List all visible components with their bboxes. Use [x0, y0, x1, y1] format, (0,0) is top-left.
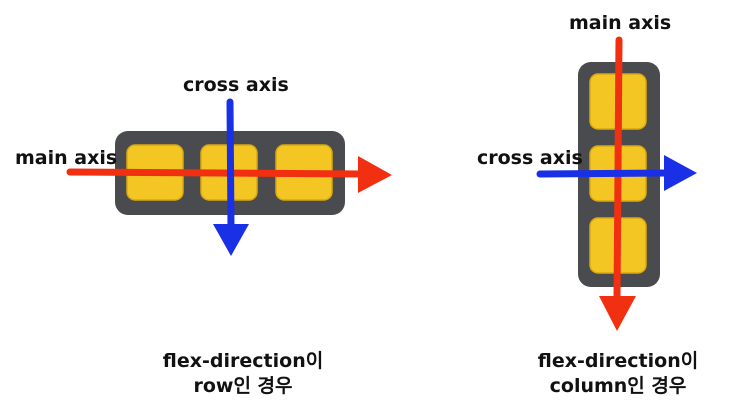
column-cross-axis-arrow: [536, 169, 672, 178]
column-example: main axis cross axis: [477, 12, 697, 331]
column-cross-axis-label: cross axis: [477, 147, 583, 169]
row-caption-line1: flex-direction이: [162, 350, 324, 372]
row-caption-line2: row인 경우: [193, 375, 293, 397]
row-main-axis-arrow: [66, 168, 366, 178]
column-main-axis-arrowhead: [599, 296, 636, 331]
row-main-axis-arrowhead: [358, 156, 392, 193]
row-cross-axis-arrowhead: [213, 224, 249, 256]
column-caption-line2: column인 경우: [549, 375, 687, 397]
column-caption-line1: flex-direction이: [537, 350, 699, 372]
row-example: cross axis main axis: [15, 74, 392, 256]
row-main-axis-label: main axis: [15, 147, 117, 169]
row-caption: flex-direction이 row인 경우: [128, 349, 358, 399]
row-cross-axis-label: cross axis: [183, 74, 289, 96]
column-cross-axis-arrowhead: [664, 155, 697, 191]
column-caption: flex-direction이 column인 경우: [498, 349, 738, 399]
column-main-axis-label: main axis: [569, 12, 671, 34]
row-cross-axis-arrow: [226, 98, 235, 232]
